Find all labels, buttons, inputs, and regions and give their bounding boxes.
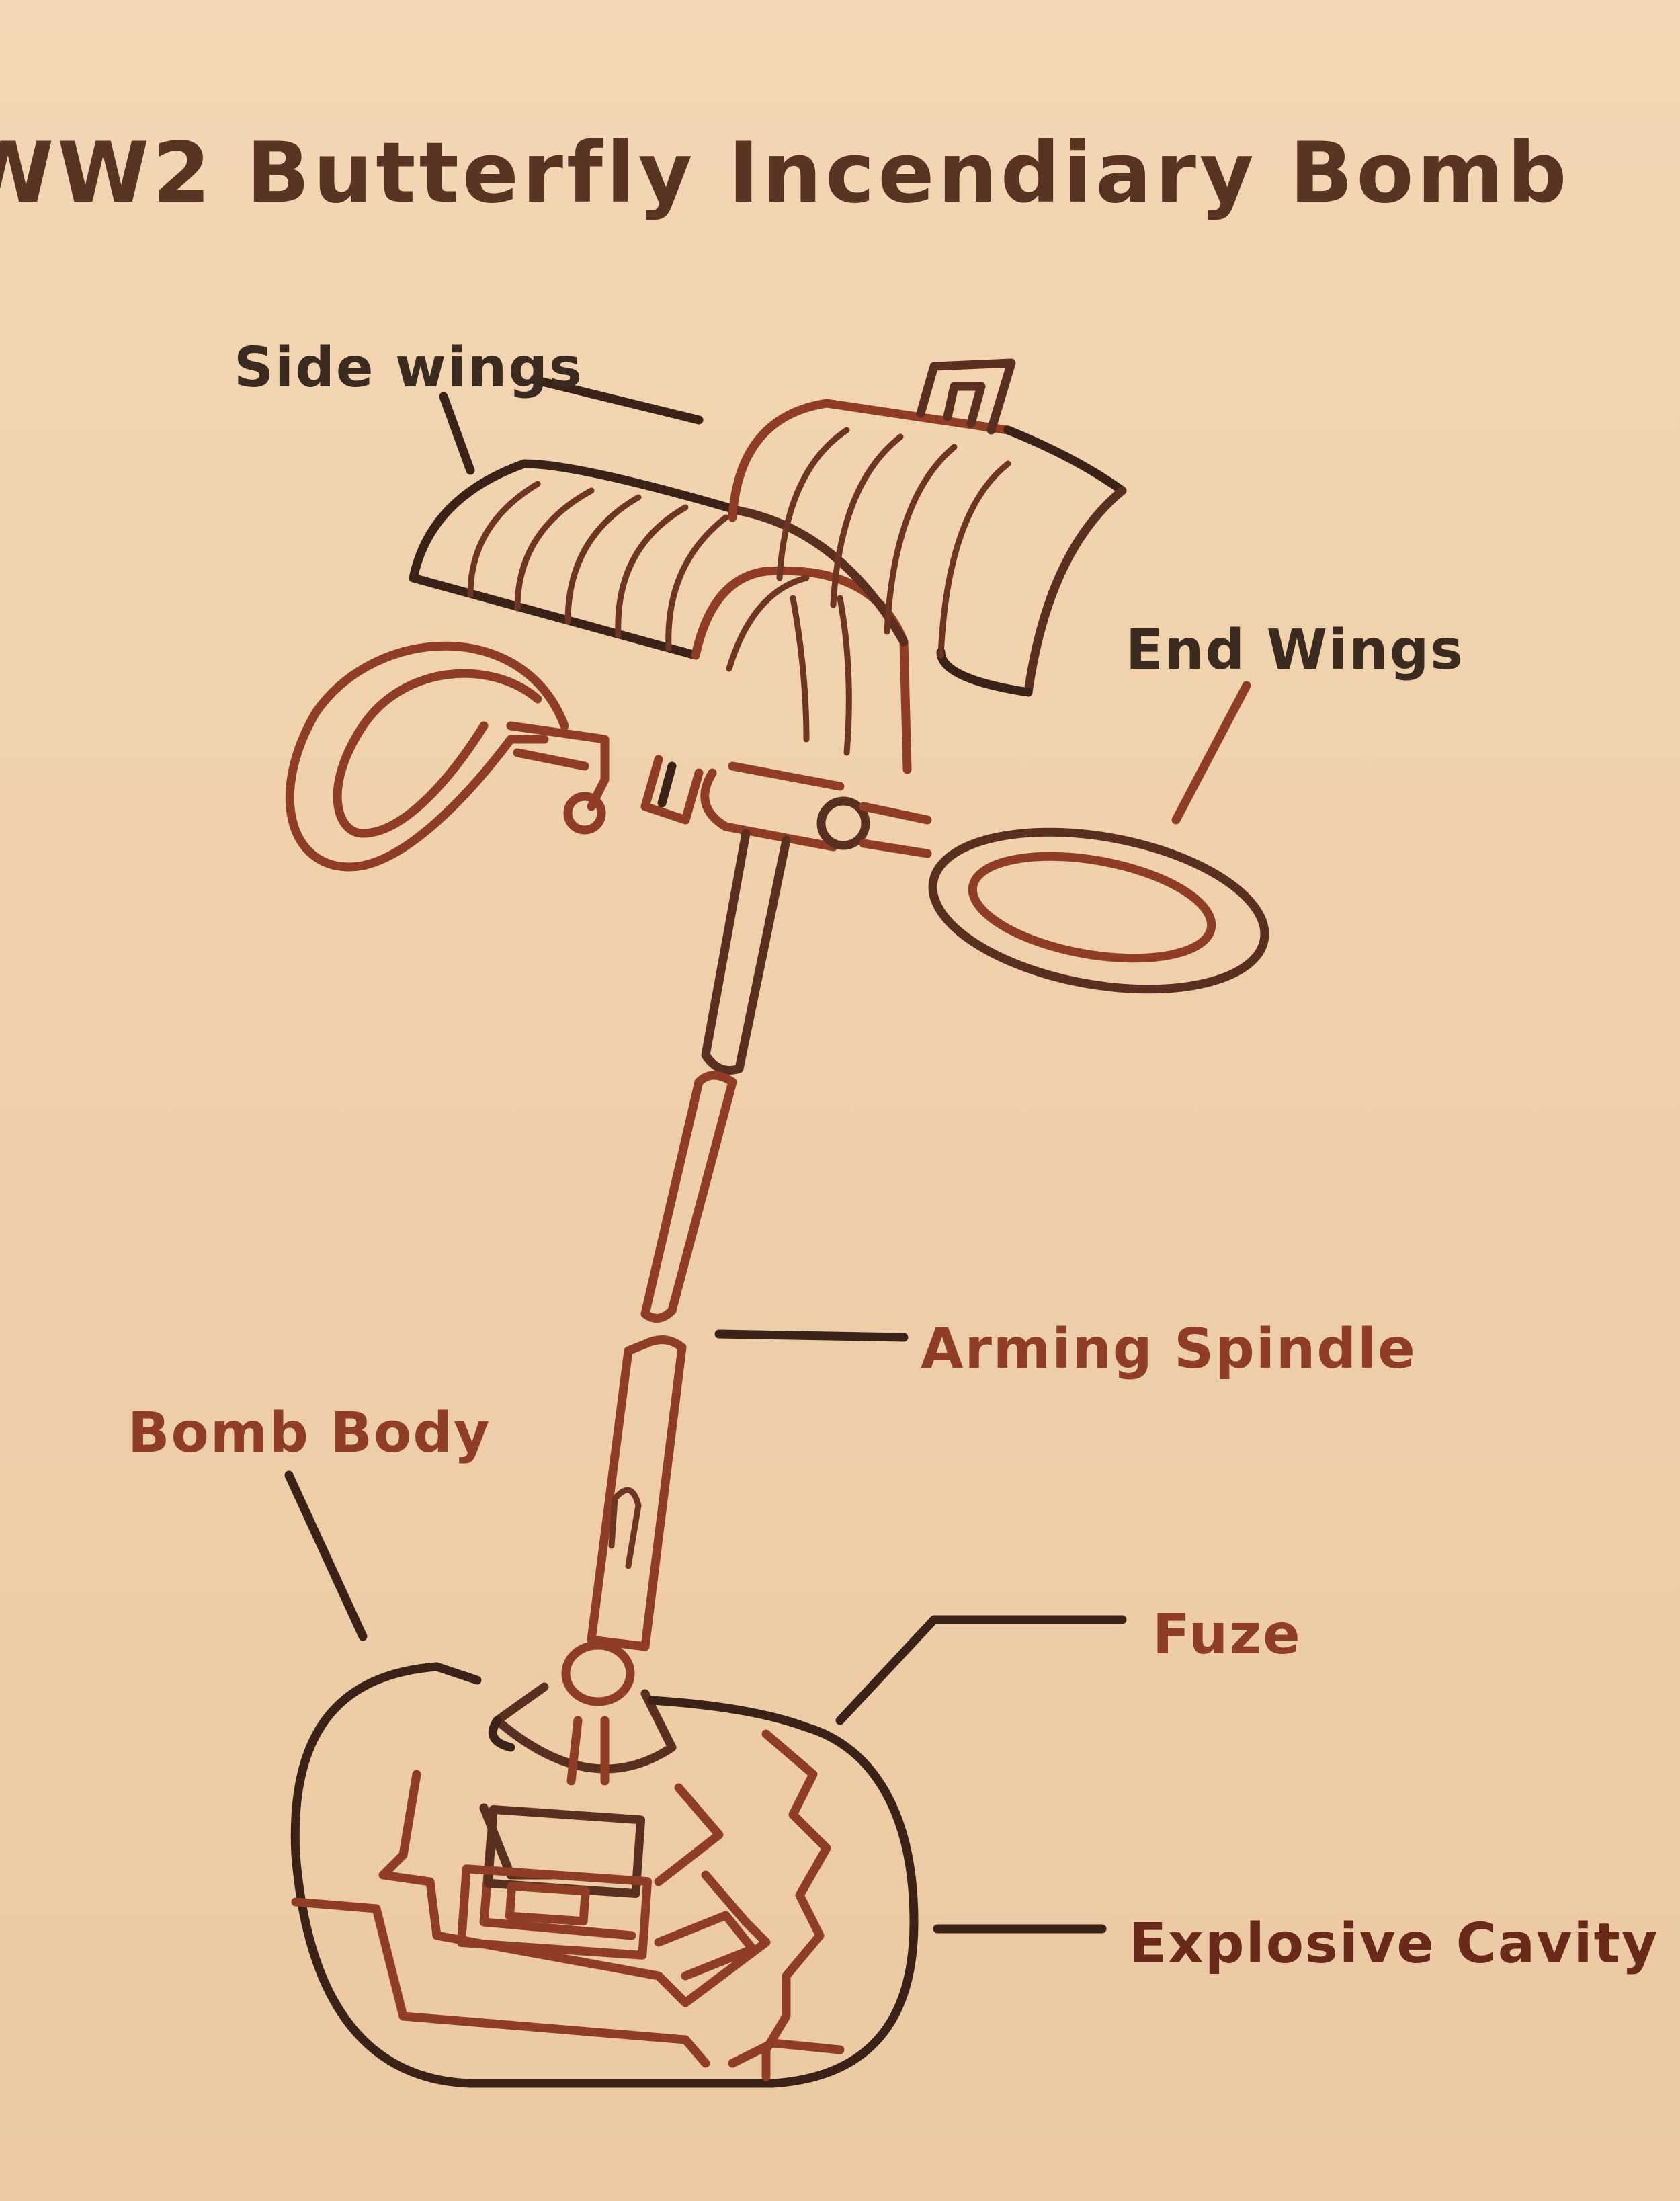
fuze [493,1645,672,1781]
leader-fuze [840,1620,1122,1720]
arming-spindle [591,833,786,1647]
end-wing-right [921,808,1277,1012]
label-bomb-body: Bomb Body [128,1401,491,1465]
end-wing-left [290,646,605,867]
leader-arming-spindle [719,1334,904,1337]
label-end-wings: End Wings [1126,618,1464,682]
label-explosive-cavity: Explosive Cavity [1129,1912,1658,1976]
leader-end-wings [1176,686,1247,820]
leader-side-wings-b [444,397,470,470]
label-arming-spindle: Arming Spindle [921,1317,1417,1381]
side-wing-right [732,363,1122,753]
leader-bomb-body [289,1475,363,1636]
label-side-wings: Side wings [234,336,583,400]
label-fuze: Fuze [1152,1603,1302,1667]
diagram-title: WW2 Butterfly Incendiary Bomb [0,125,1570,222]
